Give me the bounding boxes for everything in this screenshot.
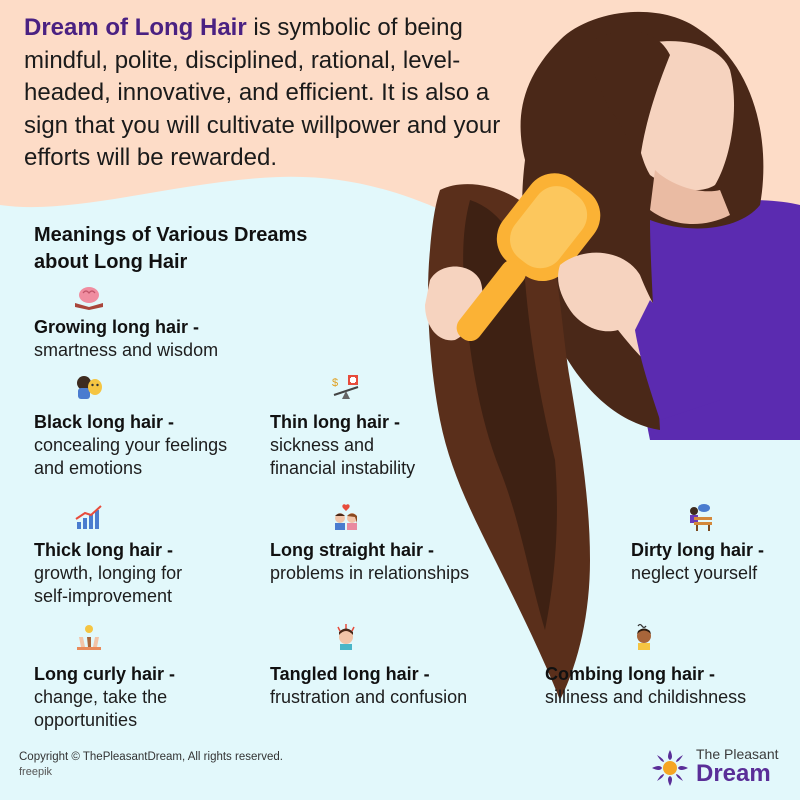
logo-mark-icon: [652, 750, 688, 786]
meaning-title: Thick long hair -: [34, 540, 174, 560]
copyright-text: Copyright © ThePleasantDream, All rights…: [19, 751, 283, 763]
brand-logo[interactable]: The Pleasant Dream: [650, 744, 790, 790]
meaning-title: Thin long hair -: [270, 412, 400, 432]
meaning-title: Combing long hair -: [545, 664, 715, 684]
meaning-item: Thick long hair - growth, longing for se…: [34, 539, 214, 608]
logo-line2: Dream: [696, 760, 771, 787]
meaning-desc: growth, longing for self-improvement: [34, 563, 183, 606]
logo-line1: The Pleasant: [696, 746, 779, 762]
meaning-title: Tangled long hair -: [270, 664, 430, 684]
couple-icon: [335, 504, 357, 530]
hands-lightbulb-icon: [77, 625, 101, 650]
meaning-item: Long straight hair - problems in relatio…: [270, 539, 510, 585]
masks-icon: [77, 376, 102, 399]
meaning-desc: concealing your feelings and emotions: [34, 435, 228, 478]
meaning-desc: smartness and wisdom: [34, 340, 219, 360]
meaning-title: Long straight hair -: [270, 540, 434, 560]
meaning-desc: neglect yourself: [631, 563, 758, 583]
section-title: Meanings of Various Dreams about Long Ha…: [34, 224, 308, 273]
growth-chart-icon: [75, 505, 102, 529]
meaning-title: Black long hair -: [34, 412, 175, 432]
meaning-item: Tangled long hair - frustration and conf…: [270, 663, 510, 709]
hairbrush: [456, 173, 601, 342]
meaning-item: Black long hair - concealing your feelin…: [34, 411, 244, 480]
meaning-desc: change, take the opportunities: [34, 687, 168, 730]
meaning-desc: sickness and financial instability: [270, 435, 416, 478]
confused-boy-icon: [637, 623, 651, 650]
meaning-desc: frustration and confusion: [270, 687, 468, 707]
meaning-title: Growing long hair -: [34, 317, 199, 337]
meaning-title: Long curly hair -: [34, 664, 176, 684]
meaning-item: Dirty long hair - neglect yourself: [631, 539, 796, 585]
frustrated-girl-icon: [337, 624, 355, 650]
credit-text: freepik: [19, 766, 53, 778]
meaning-desc: silliness and childishness: [545, 687, 747, 707]
meaning-item: Growing long hair - smartness and wisdom: [34, 316, 294, 362]
meaning-desc: problems in relationships: [270, 563, 470, 583]
intro-paragraph: Dream of Long Hair is symbolic of being …: [24, 12, 504, 175]
intro-highlight: Dream of Long Hair: [24, 14, 247, 41]
meaning-item: Long curly hair - change, take the oppor…: [34, 663, 214, 732]
brain-book-icon: [75, 287, 103, 310]
balance-scale-icon: $: [332, 375, 359, 399]
meaning-title: Dirty long hair -: [631, 540, 765, 560]
svg-text:$: $: [332, 377, 338, 389]
person-bench-icon: [690, 504, 712, 531]
meaning-item: Thin long hair - sickness and financial …: [270, 411, 440, 480]
intro-text: is symbolic of being mindful, polite, di…: [24, 14, 501, 171]
meaning-item: Combing long hair - silliness and childi…: [545, 663, 785, 709]
